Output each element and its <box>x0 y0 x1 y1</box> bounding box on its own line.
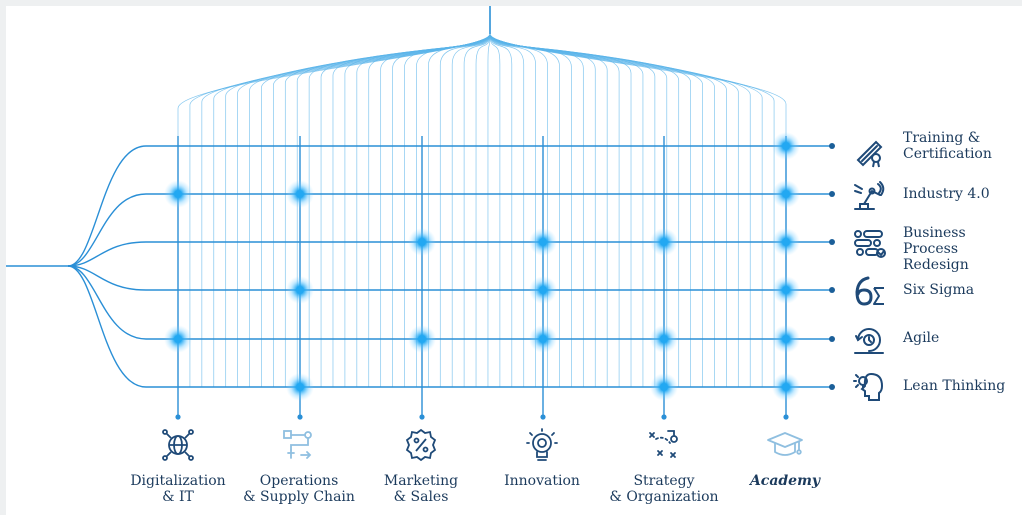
row-label-training: Training & Certification <box>903 130 992 162</box>
intersection-node <box>539 238 547 246</box>
matrix-diagram <box>6 6 835 420</box>
col-label-marketing: Marketing & Sales <box>383 473 459 505</box>
row-end-dot <box>829 239 835 245</box>
fan-line <box>489 33 513 387</box>
fan-line <box>225 33 491 387</box>
fan-line <box>284 33 491 387</box>
column-end-dot <box>297 414 303 420</box>
graduation-cap-icon <box>765 425 805 465</box>
intersection-node <box>782 238 790 246</box>
column-end-dot <box>175 414 181 420</box>
row-line <box>67 241 832 267</box>
row-line <box>67 193 832 267</box>
fan-line <box>261 33 491 387</box>
intersection-node <box>296 383 304 391</box>
intersection-node <box>418 238 426 246</box>
col-label-digitalization: Digitalization & IT <box>130 473 226 505</box>
col-label-academy: Academy <box>749 473 821 489</box>
row-line <box>67 265 832 388</box>
intersection-node <box>782 335 790 343</box>
fan-line <box>451 33 491 387</box>
fan-line <box>320 33 491 387</box>
intersection-node <box>660 238 668 246</box>
intersection-node <box>782 286 790 294</box>
fan-line <box>489 33 656 387</box>
row-line <box>67 145 832 267</box>
six-sigma-icon <box>852 274 886 308</box>
intersection-node <box>660 383 668 391</box>
row-end-dot <box>829 191 835 197</box>
fan-line <box>177 33 491 387</box>
fan-line <box>213 33 491 387</box>
fan-line <box>489 33 668 387</box>
intersection-node <box>174 190 182 198</box>
col-label-innovation: Innovation <box>504 473 580 489</box>
row-label-lean: Lean Thinking <box>903 378 1006 394</box>
fan-line <box>392 33 491 387</box>
intersection-node <box>782 383 790 391</box>
lightbulb-head-icon <box>852 370 886 404</box>
intersection-node <box>296 190 304 198</box>
intersection-node <box>539 286 547 294</box>
percent-badge-icon <box>401 425 441 465</box>
row-label-six-sigma: Six Sigma <box>903 282 975 298</box>
col-label-strategy: Strategy & Organization <box>609 473 719 505</box>
column-end-dot <box>419 414 425 420</box>
column-lines <box>175 136 789 420</box>
row-end-dot <box>829 143 835 149</box>
supply-chain-icon <box>279 425 319 465</box>
fan-line <box>273 33 491 387</box>
row-end-dot <box>829 287 835 293</box>
intersection-node <box>418 335 426 343</box>
diploma-icon <box>852 134 886 168</box>
intersection-node <box>782 142 790 150</box>
col-label-operations: Operations & Supply Chain <box>243 473 355 505</box>
row-line <box>67 265 832 340</box>
column-end-dot <box>661 414 667 420</box>
diagram-frame: Training & Certification Industry 4.0 Bu… <box>6 6 1022 515</box>
intersection-nodes <box>164 132 800 401</box>
fan-line <box>428 33 491 387</box>
fan-line <box>489 33 501 387</box>
intersection-node <box>782 190 790 198</box>
intersection-node <box>296 286 304 294</box>
fan-line <box>489 33 680 387</box>
row-end-dot <box>829 336 835 342</box>
fan-line <box>489 33 787 387</box>
intersection-node <box>174 335 182 343</box>
fan-line <box>489 33 632 387</box>
intersection-node <box>539 335 547 343</box>
fan-line <box>475 33 491 387</box>
fan-line <box>489 33 751 387</box>
robot-arm-icon <box>852 179 886 213</box>
row-label-industry: Industry 4.0 <box>903 186 990 202</box>
fan-line <box>463 33 491 387</box>
strategy-board-icon <box>644 425 684 465</box>
fan-line <box>489 33 525 387</box>
row-line <box>67 265 832 291</box>
row-label-bpr: Business Process Redesign <box>903 225 969 273</box>
intersection-node <box>660 335 668 343</box>
globe-network-icon <box>158 425 198 465</box>
fan-line <box>296 33 491 387</box>
fan-line <box>308 33 491 387</box>
agile-cycle-icon <box>852 322 886 356</box>
lightbulb-gear-icon <box>522 425 562 465</box>
column-end-dot <box>783 414 789 420</box>
fan-lines <box>177 6 787 387</box>
row-lines <box>6 143 835 390</box>
column-end-dot <box>540 414 546 420</box>
fan-line <box>489 33 644 387</box>
fan-line <box>487 33 491 387</box>
fan-line <box>489 33 739 387</box>
fan-line <box>201 33 491 387</box>
row-end-dot <box>829 384 835 390</box>
fan-line <box>439 33 491 387</box>
fan-line <box>380 33 491 387</box>
fan-line <box>489 33 536 387</box>
row-label-agile: Agile <box>903 330 940 346</box>
process-flow-icon <box>852 226 886 260</box>
